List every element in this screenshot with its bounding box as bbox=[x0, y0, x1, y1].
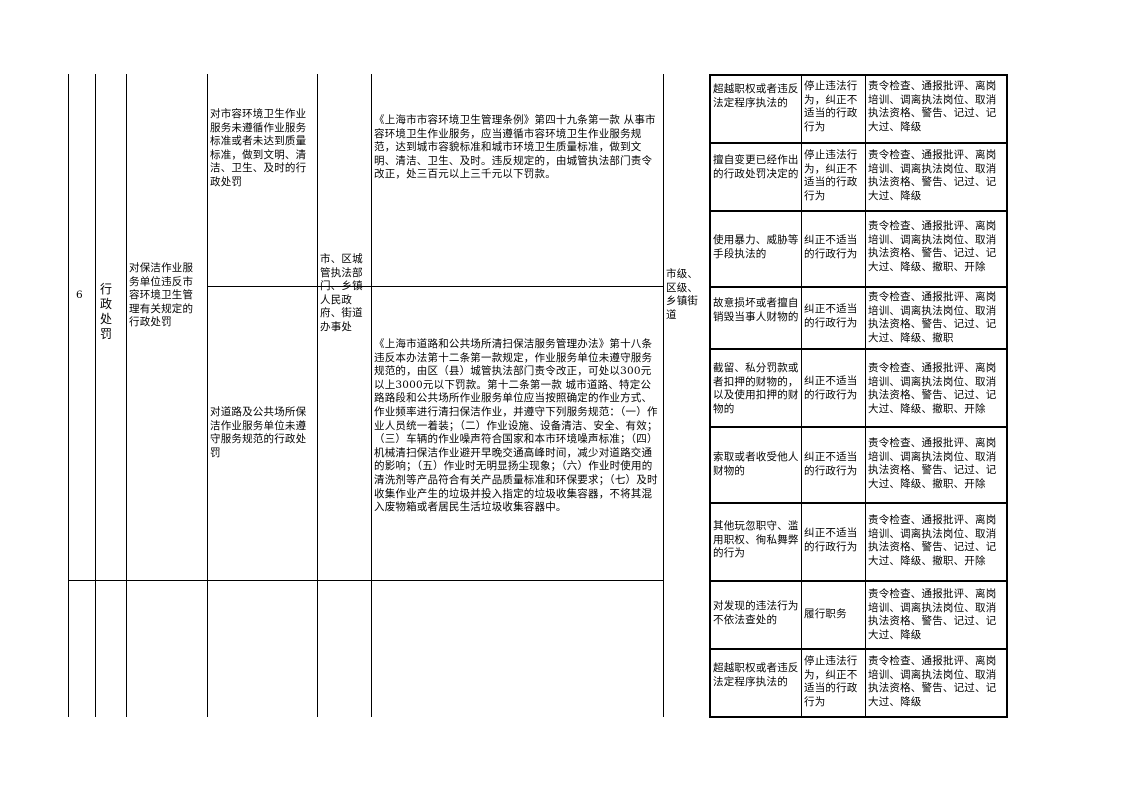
table-border bbox=[207, 74, 208, 717]
table-border bbox=[709, 286, 1008, 288]
table-border bbox=[68, 580, 663, 581]
table-border bbox=[801, 74, 802, 717]
manner-cell: 纠正不适当的行政行为 bbox=[804, 451, 858, 477]
table-border bbox=[865, 74, 866, 717]
table-border bbox=[709, 580, 1008, 582]
row-number: 6 bbox=[76, 289, 83, 301]
table-border bbox=[371, 74, 372, 717]
table-border bbox=[709, 426, 1008, 428]
table-border bbox=[317, 74, 318, 717]
level: 市级、区级、乡镇街道 bbox=[666, 268, 699, 321]
table-border bbox=[709, 502, 1008, 504]
measures-cell: 责令检查、通报批评、离岗培训、调离执法岗位、取消执法资格、警告、记过、记大过、降… bbox=[868, 291, 997, 344]
situation-cell: 索取或者收受他人财物的 bbox=[713, 451, 799, 477]
manner-cell: 纠正不适当的行政行为 bbox=[804, 303, 858, 329]
manner-cell: 履行职务 bbox=[804, 608, 847, 620]
situation-cell: 截留、私分罚款或者扣押的财物的，以及使用扣押的财物的 bbox=[713, 362, 799, 415]
measures-cell: 责令检查、通报批评、离岗培训、调离执法岗位、取消执法资格、警告、记过、记大过、降… bbox=[868, 588, 997, 641]
manner-cell: 纠正不适当的行政行为 bbox=[804, 234, 858, 260]
situation-cell: 对发现的违法行为不依法查处的 bbox=[713, 600, 799, 626]
situation-cell: 其他玩忽职守、滥用职权、徇私舞弊的行为 bbox=[713, 520, 799, 560]
measures-cell: 责令检查、通报批评、离岗培训、调离执法岗位、取消执法资格、警告、记过、记大过、降… bbox=[868, 362, 997, 415]
table-border bbox=[709, 142, 1008, 144]
subitem-name: 对道路及公共场所保洁作业服务单位未遵守服务规范的行政处罚 bbox=[210, 406, 307, 459]
measures-cell: 责令检查、通报批评、离岗培训、调离执法岗位、取消执法资格、警告、记过、记大过、降… bbox=[868, 655, 997, 708]
legal-basis: 《上海市道路和公共场所清扫保洁服务管理办法》第十八条 违反本办法第十二条第一款规… bbox=[374, 338, 658, 514]
item-name: 对保洁作业服务单位违反市容环境卫生管理有关规定的行政处罚 bbox=[129, 262, 194, 329]
table-border bbox=[709, 648, 1008, 650]
table-border bbox=[663, 74, 664, 717]
table-border bbox=[709, 716, 1008, 718]
measures-cell: 责令检查、通报批评、离岗培训、调离执法岗位、取消执法资格、警告、记过、记大过、降… bbox=[868, 220, 997, 273]
enforcement-body: 市、区城管执法部门、乡镇人民政府、街道办事处 bbox=[320, 253, 363, 333]
table-border bbox=[126, 74, 127, 717]
table-border bbox=[709, 210, 1008, 212]
situation-cell: 超越职权或者违反法定程序执法的 bbox=[713, 662, 799, 688]
table-border bbox=[207, 286, 663, 287]
table-border bbox=[709, 74, 1008, 76]
manner-cell: 纠正不适当的行政行为 bbox=[804, 527, 858, 553]
subitem-name: 对市容环境卫生作业服务未遵循作业服务标准或者未达到质量标准，做到文明、清洁、卫生… bbox=[210, 108, 307, 188]
table-border bbox=[1006, 74, 1008, 718]
measures-cell: 责令检查、通报批评、离岗培训、调离执法岗位、取消执法资格、警告、记过、记大过、降… bbox=[868, 80, 997, 133]
situation-cell: 擅自变更已经作出的行政处罚决定的 bbox=[713, 154, 799, 180]
manner-cell: 纠正不适当的行政行为 bbox=[804, 375, 858, 401]
situation-cell: 故意损坏或者擅自销毁当事人财物的 bbox=[713, 297, 799, 323]
legal-basis: 《上海市市容环境卫生管理条例》第四十九条第一款 从事市容环境卫生作业服务，应当遵… bbox=[374, 114, 656, 181]
manner-cell: 停止违法行为，纠正不适当的行政行为 bbox=[804, 80, 858, 133]
manner-cell: 停止违法行为，纠正不适当的行政行为 bbox=[804, 655, 858, 708]
category: 行政处罚 bbox=[100, 282, 113, 341]
measures-cell: 责令检查、通报批评、离岗培训、调离执法岗位、取消执法资格、警告、记过、记大过、降… bbox=[868, 149, 997, 202]
table-border bbox=[95, 74, 96, 717]
table-border bbox=[709, 348, 1008, 350]
table-border bbox=[709, 74, 711, 718]
measures-cell: 责令检查、通报批评、离岗培训、调离执法岗位、取消执法资格、警告、记过、记大过、降… bbox=[868, 437, 997, 490]
table-border bbox=[68, 74, 69, 717]
situation-cell: 使用暴力、威胁等手段执法的 bbox=[713, 234, 799, 260]
measures-cell: 责令检查、通报批评、离岗培训、调离执法岗位、取消执法资格、警告、记过、记大过、降… bbox=[868, 514, 997, 567]
manner-cell: 停止违法行为，纠正不适当的行政行为 bbox=[804, 149, 858, 202]
situation-cell: 超越职权或者违反法定程序执法的 bbox=[713, 83, 799, 109]
